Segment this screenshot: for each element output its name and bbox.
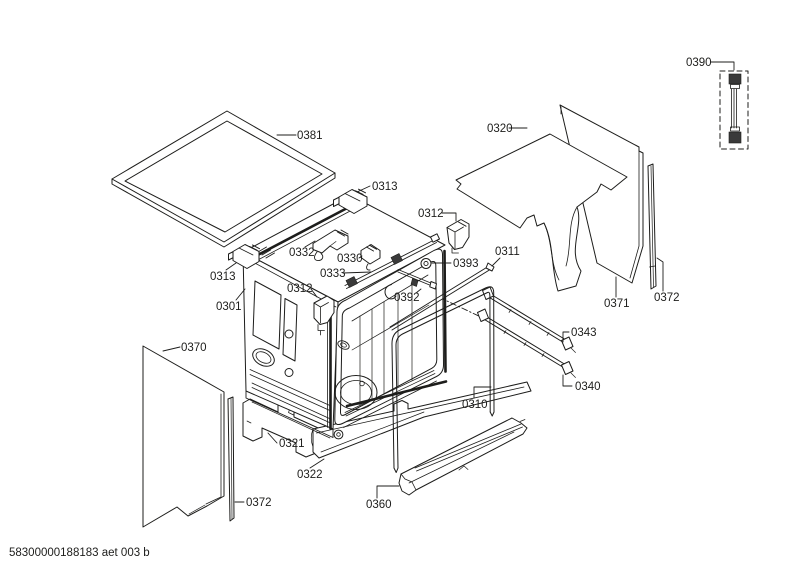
part-hinge-rod — [344, 233, 440, 289]
callout-top-panel: 0381 — [297, 130, 323, 142]
callout-rear-panel: 0371 — [604, 298, 630, 310]
callout-trim-strip-left: 0372 — [246, 497, 272, 509]
callout-labels: 0381 0313 0312 0320 0390 0332 0330 0333 … — [181, 57, 712, 511]
part-rear-panel — [559, 104, 644, 284]
part-bracket-right — [446, 219, 470, 254]
callout-slide-rail-lower: 0340 — [575, 381, 601, 393]
part-insulation — [455, 133, 628, 292]
part-tub — [242, 194, 448, 440]
part-clamp — [384, 269, 437, 300]
callout-bracket-right: 0312 — [418, 208, 444, 220]
callout-door-seal: 0310 — [462, 399, 488, 411]
callout-insulation: 0320 — [487, 123, 513, 135]
callout-base-rail-side: 0321 — [279, 438, 305, 450]
part-clip — [360, 244, 381, 271]
part-top-panel — [111, 110, 336, 248]
part-wiring-module — [312, 229, 349, 261]
callout-bracket-front-left: 0312 — [287, 283, 313, 295]
part-base-rail-front — [310, 381, 532, 459]
callout-clip: 0330 — [337, 253, 363, 265]
callout-hose-kit: 0390 — [686, 57, 712, 69]
callout-trim-strip-right: 0372 — [654, 292, 680, 304]
part-trim-strip-left — [227, 396, 235, 522]
part-trim-rail — [389, 262, 495, 331]
part-hinge-bracket-left — [228, 244, 260, 269]
callout-hinge-rod: 0333 — [320, 268, 346, 280]
part-hinge-bracket-top — [333, 188, 368, 214]
leader-lines — [162, 61, 735, 503]
callout-base-rail-front: 0322 — [297, 469, 323, 481]
callout-tub: 0301 — [216, 301, 242, 313]
part-bracket-front-left — [313, 295, 335, 336]
callout-grommet: 0393 — [453, 258, 479, 270]
callout-hinge-bracket-left: 0313 — [210, 271, 236, 283]
part-side-panel — [142, 345, 225, 528]
part-grommet — [420, 258, 432, 269]
part-base-trim — [398, 417, 528, 496]
part-slide-rails — [427, 286, 576, 378]
callout-base-trim: 0360 — [366, 499, 392, 511]
callout-slide-rail-upper: 0343 — [571, 327, 597, 339]
part-door-seal — [391, 286, 495, 473]
callout-clamp: 0392 — [394, 292, 420, 304]
part-hose-kit — [719, 70, 749, 150]
callout-side-panel: 0370 — [181, 342, 207, 354]
callout-hinge-bracket-top: 0313 — [372, 181, 398, 193]
document-code: 58300000188183 aet 003 b — [9, 547, 150, 559]
callout-trim-rail: 0311 — [495, 246, 520, 258]
part-trim-strip-right — [647, 163, 657, 290]
callout-wiring-module: 0332 — [289, 247, 315, 259]
